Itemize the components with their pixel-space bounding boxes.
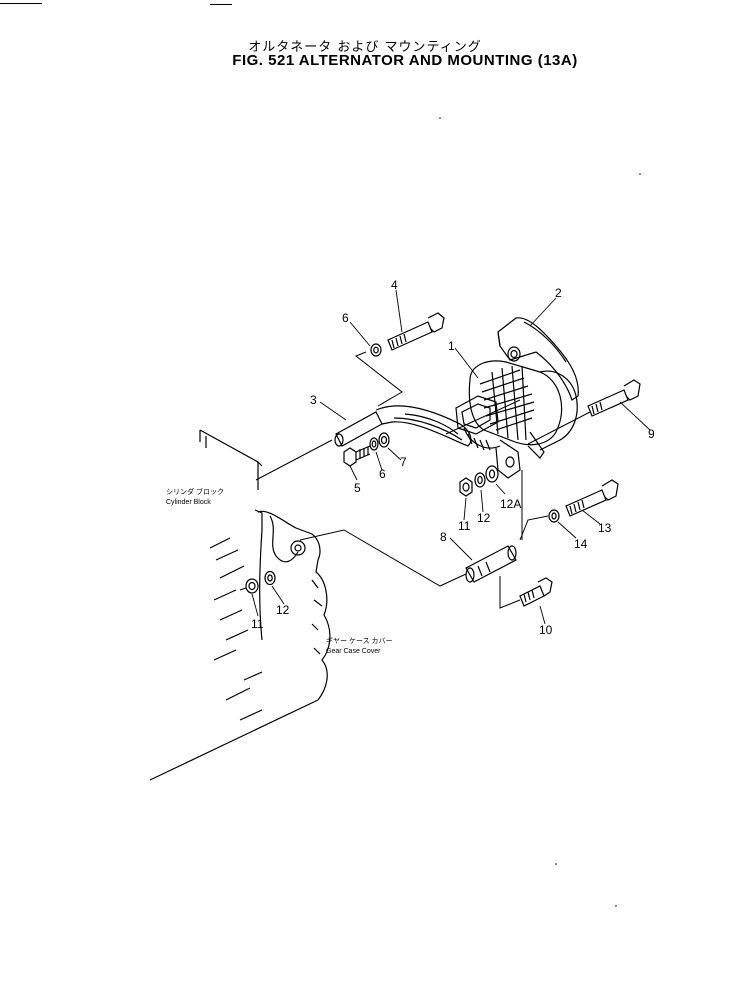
- callout-numbers: 1 2 3 4 5 6 6 7 8 9 10 11 12 12A 13 14 1…: [166, 278, 655, 655]
- bolt-10: [519, 577, 553, 607]
- callout-12-upper: 12: [477, 511, 491, 525]
- cylinder-block-label: Cylinder Block: [166, 499, 211, 506]
- callout-12-lower: 12: [276, 603, 290, 617]
- washer-14: [548, 509, 560, 523]
- assembly-lines: [239, 351, 591, 609]
- callout-3: 3: [310, 393, 317, 407]
- washer-7: [378, 432, 390, 448]
- callout-9: 9: [648, 427, 655, 441]
- washer-12-lower: [264, 570, 276, 586]
- figure-title: FIG. 521 ALTERNATOR AND MOUNTING (13A): [232, 52, 578, 69]
- scan-specks: [210, 4, 641, 907]
- washer-12A: [485, 465, 499, 483]
- callout-7: 7: [400, 455, 407, 469]
- callout-8: 8: [440, 530, 447, 544]
- callout-14: 14: [574, 537, 588, 551]
- alternator-bracket-2: [497, 317, 579, 401]
- callout-leaders: [251, 289, 651, 625]
- washer-12-upper: [474, 472, 486, 488]
- callout-11-upper: 11: [458, 519, 471, 533]
- spacer-8: [465, 545, 517, 583]
- callout-6-bracket: 6: [379, 467, 386, 481]
- adjusting-link-3: [334, 405, 472, 447]
- cylinder-block-label-jp: シリンダ ブロック: [166, 487, 224, 496]
- nut-11-upper: [459, 477, 473, 497]
- callout-2: 2: [555, 286, 562, 300]
- gear-case-cover-label-jp: ギヤー ケース カバー: [326, 637, 393, 645]
- bolt-4: [387, 312, 445, 351]
- callout-6-top: 6: [342, 311, 349, 325]
- alternator-1: [455, 360, 578, 479]
- callout-10: 10: [539, 623, 553, 637]
- washer-6-bracket: [369, 437, 379, 451]
- washer-6-top: [370, 343, 382, 357]
- page-edge-mark: [0, 3, 42, 4]
- callout-11-lower: 11: [251, 617, 264, 631]
- bolt-5: [343, 445, 371, 467]
- callout-12A: 12A: [500, 497, 521, 511]
- bolt-9: [587, 379, 641, 417]
- callout-1: 1: [448, 339, 455, 353]
- callout-4: 4: [391, 278, 398, 292]
- callout-5: 5: [354, 481, 361, 495]
- callout-13: 13: [598, 521, 612, 535]
- gear-case-cover: [149, 510, 331, 781]
- gear-case-cover-label: Gear Case Cover: [326, 648, 381, 655]
- bolt-13: [565, 479, 619, 517]
- cylinder-block: [199, 429, 263, 530]
- figure-title-japanese: オルタネータ および マウンティング: [248, 40, 482, 55]
- nut-11-lower: [245, 578, 259, 594]
